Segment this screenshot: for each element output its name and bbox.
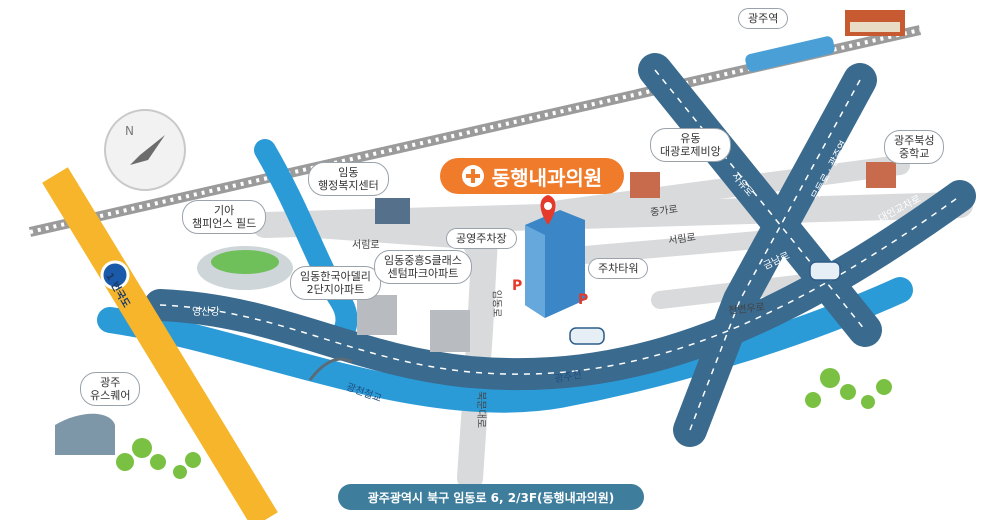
public-parking-label: 공영주차장 <box>456 232 507 245</box>
bukseong-school-label: 광주북성 중학교 <box>894 134 935 160</box>
jungheung-apt-label: 임동중흥S클래스 센텀파크아파트 <box>384 254 462 280</box>
road-label-seorim-1: 서림로 <box>352 240 380 251</box>
yudong-label: 유동 대광로제비앙 <box>660 132 721 158</box>
parking-mark-tower: P <box>578 292 589 308</box>
address-text: 광주광역시 북구 임동로 6, 2/3F(동행내과의원) <box>367 490 615 505</box>
tree-icons <box>116 368 892 479</box>
bridge-icon <box>308 357 353 381</box>
callout-bukseong-school: 광주북성 중학교 <box>884 130 945 164</box>
callout-yudong: 유동 대광로제비앙 <box>650 128 731 162</box>
convention-building-icon <box>55 413 115 455</box>
location-pin-icon <box>540 195 556 225</box>
train-icon <box>745 36 835 72</box>
compass-icon: N <box>104 109 186 191</box>
cross-icon <box>461 165 484 187</box>
parking-mark-public: P <box>512 278 523 294</box>
road-label-yeongsan: 영산강 <box>192 307 220 318</box>
hospital-banner: 동행내과의원 <box>440 158 624 194</box>
hanguk-apt-label: 임동한국아델리 2단지아파트 <box>300 270 371 296</box>
apartment-building-icon <box>357 295 470 352</box>
callout-imdong-center: 임동 행정복지센터 <box>308 162 389 196</box>
callout-parking-tower: 주차타워 <box>588 258 649 279</box>
national-road-1 <box>42 167 278 520</box>
address-bar: 광주광역시 북구 임동로 6, 2/3F(동행내과의원) <box>338 484 644 510</box>
stadium-icon <box>197 246 293 290</box>
brick-building-icon <box>630 162 896 198</box>
callout-youth-square: 광주 유스퀘어 <box>80 372 141 406</box>
car-icon <box>569 261 841 345</box>
kia-field-label: 기아 챔피언스 필드 <box>192 204 257 230</box>
youth-square-label: 광주 유스퀘어 <box>90 376 131 402</box>
parking-tower-label: 주차타워 <box>598 262 639 275</box>
station-building-icon <box>845 10 905 36</box>
callout-gwangju-station: 광주역 <box>738 8 789 29</box>
callout-public-parking: 공영주차장 <box>446 228 517 249</box>
imdong-center-label: 임동 행정복지센터 <box>318 166 379 192</box>
hospital-name: 동행내과의원 <box>491 165 603 190</box>
road-label-imdong: 임동로 <box>490 289 502 318</box>
office-building-icon <box>375 198 410 224</box>
road-label-bukmun: 북문대로 <box>474 391 486 428</box>
callout-hanguk-apt: 임동한국아델리 2단지아파트 <box>290 266 381 300</box>
callout-kia-field: 기아 챔피언스 필드 <box>182 200 267 234</box>
hospital-building-icon <box>525 210 585 318</box>
callout-jungheung-apt: 임동중흥S클래스 센텀파크아파트 <box>374 250 472 284</box>
gwangju-station-label: 광주역 <box>748 12 779 25</box>
svg-text:N: N <box>125 124 134 138</box>
